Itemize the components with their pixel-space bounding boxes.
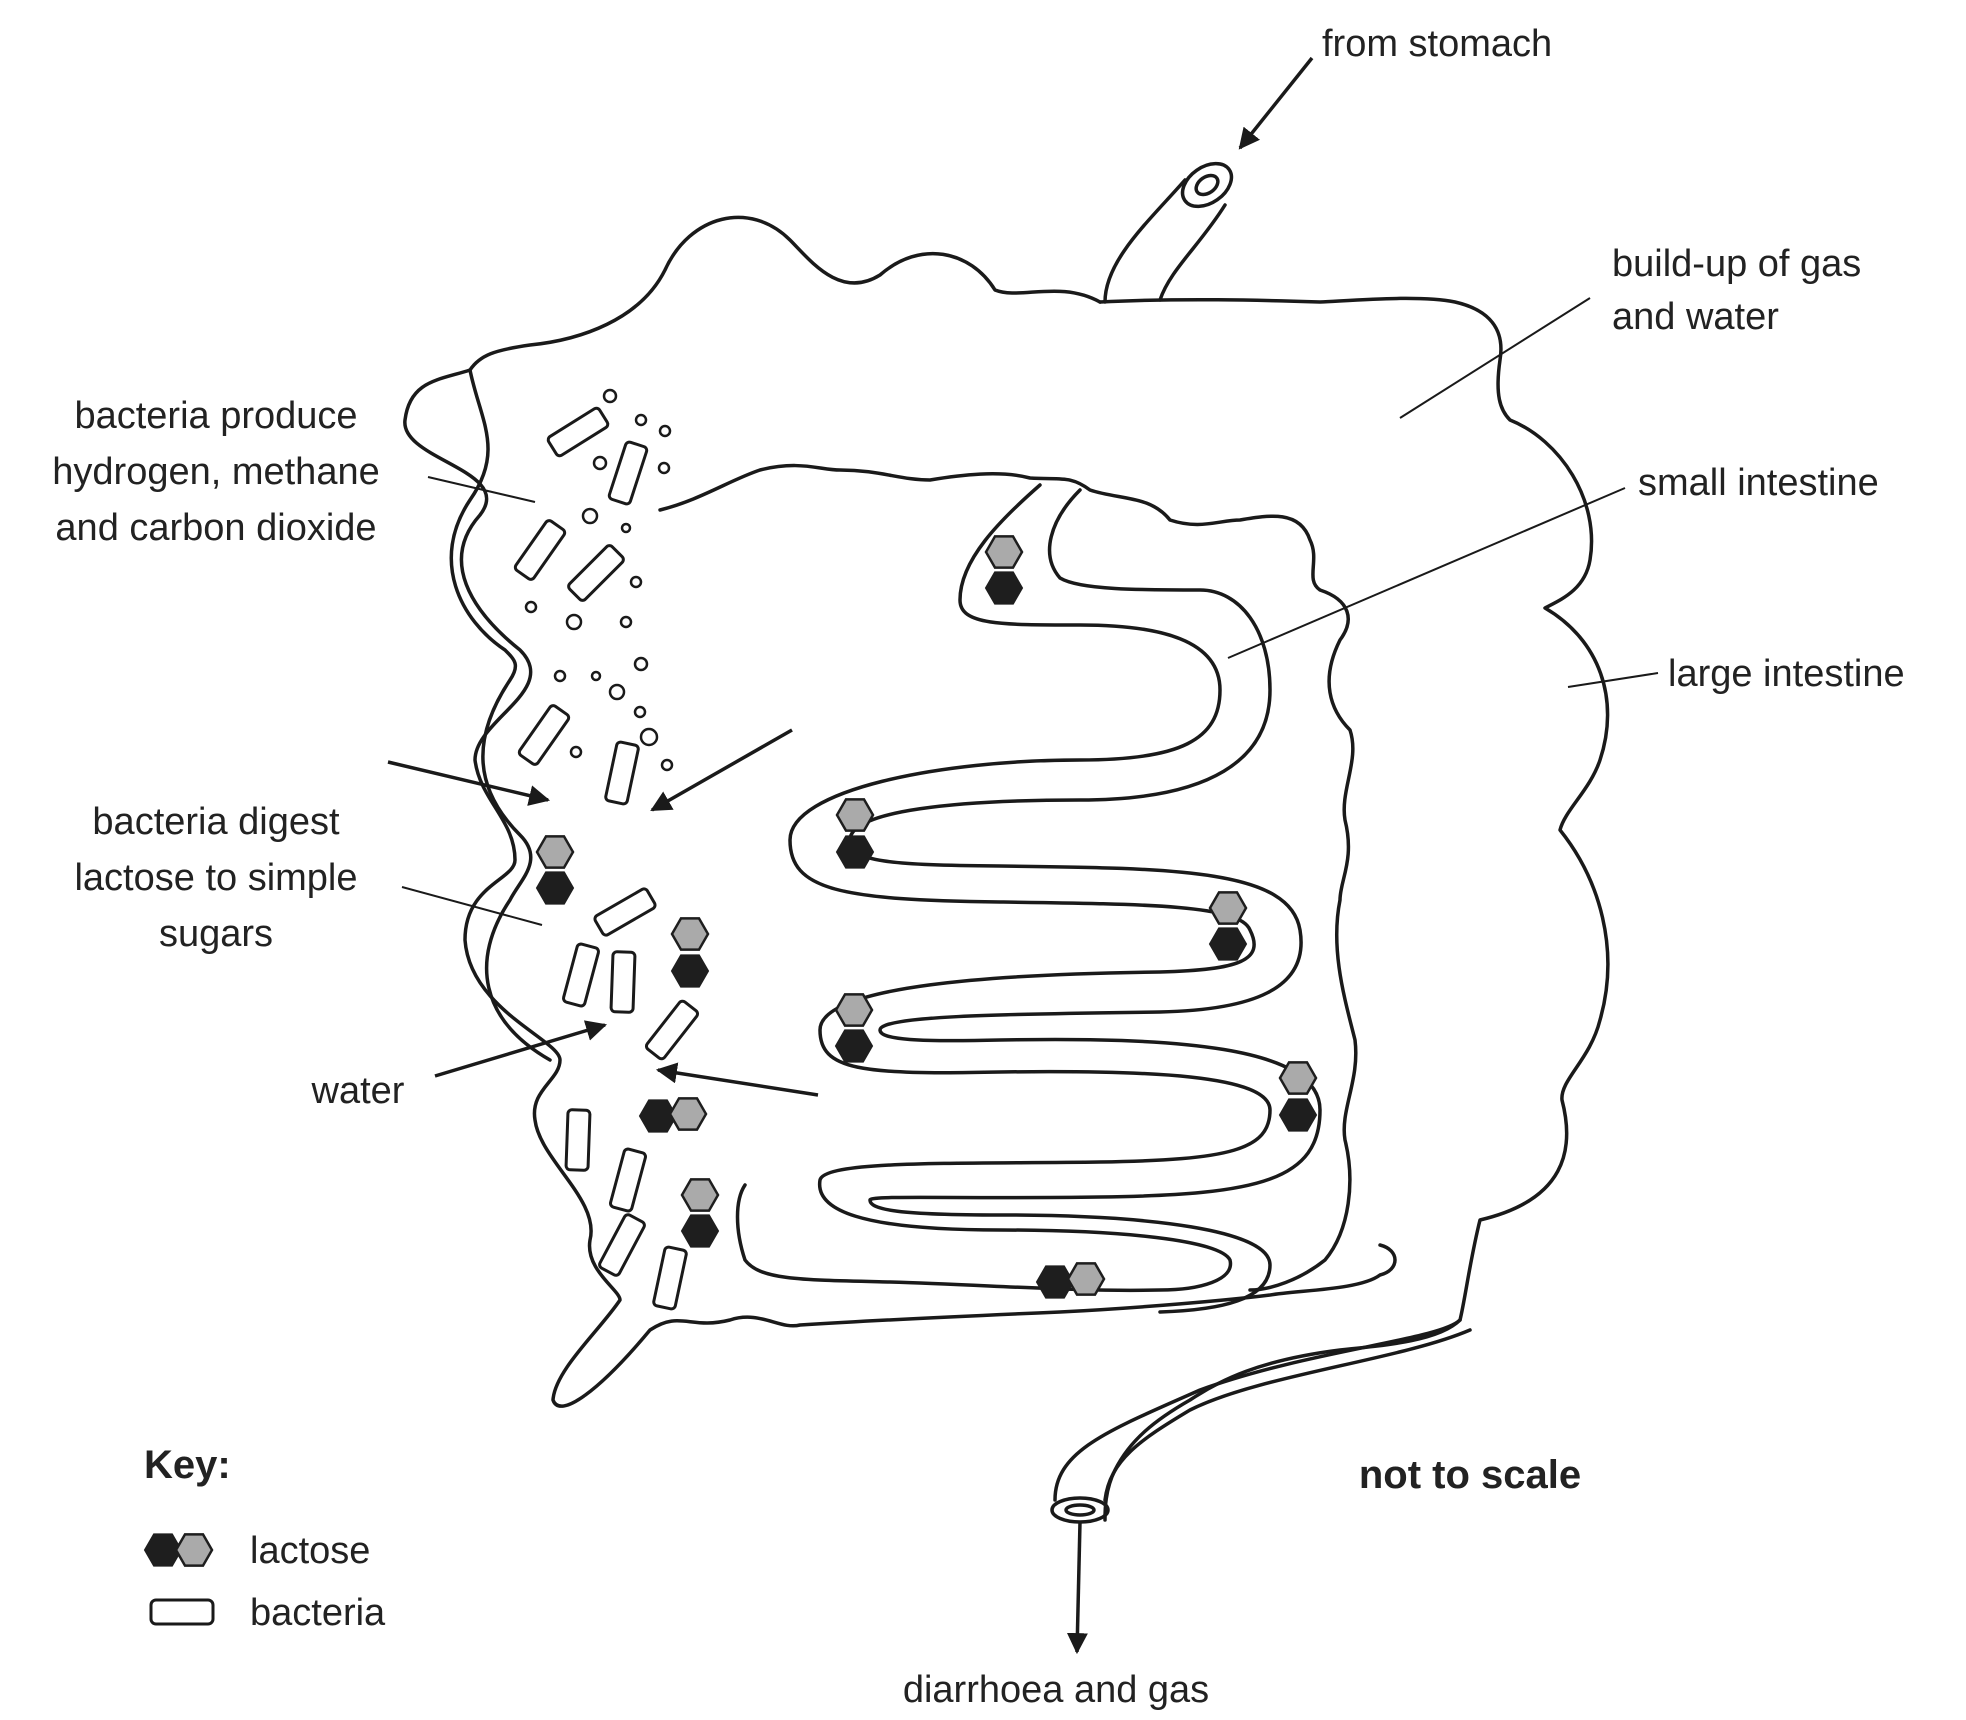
label-bacteria-digest-1: bacteria digest: [92, 801, 340, 843]
tube-from-stomach: [1103, 161, 1234, 304]
bacterium: [644, 999, 700, 1061]
label-water: water: [311, 1070, 405, 1112]
arrow-water-right: [655, 1062, 819, 1097]
arrow-from-stomach: [1238, 56, 1314, 150]
gas-bubbles: [524, 388, 674, 772]
key-bacteria-label: bacteria: [250, 1592, 386, 1634]
label-gas-water-1: build-up of gas: [1612, 243, 1861, 285]
colon-body: [658, 296, 1610, 1522]
bacterium: [652, 1245, 688, 1311]
bacterium: [567, 544, 625, 602]
label-diarrhoea-gas: diarrhoea and gas: [903, 1669, 1209, 1711]
label-bacteria-produce-3: and carbon dioxide: [55, 507, 376, 549]
lactose-molecule: [680, 1178, 720, 1248]
leader-lines: [401, 297, 1659, 926]
label-from-stomach: from stomach: [1322, 23, 1552, 65]
key-title: Key:: [144, 1443, 231, 1487]
bacterium: [604, 740, 640, 806]
key-bacteria-symbol: [149, 1598, 215, 1626]
bacterium: [513, 519, 567, 581]
lactose-molecule: [1278, 1061, 1318, 1132]
key-lactose-symbol: [144, 1533, 214, 1567]
bacterium: [564, 1108, 592, 1172]
label-bacteria-digest-2: lactose to simple: [74, 857, 357, 899]
label-bacteria-produce-1: bacteria produce: [74, 395, 357, 437]
bacteria-group: [513, 406, 700, 1311]
bacterium: [609, 950, 637, 1014]
lactose-molecule: [639, 1097, 708, 1133]
arrow-gas-right: [650, 728, 793, 812]
key-lactose-label: lactose: [250, 1530, 370, 1572]
label-bacteria-produce-2: hydrogen, methane: [52, 451, 379, 493]
lactose-molecule: [1208, 891, 1248, 961]
label-small-intestine: small intestine: [1638, 462, 1879, 504]
lactose-molecule: [1036, 1262, 1106, 1299]
small-intestine-tube: [735, 483, 1322, 1314]
bacterium: [517, 704, 571, 766]
lactose-molecule: [670, 917, 710, 988]
bacterium: [607, 440, 649, 506]
arrow-exit: [1066, 1521, 1088, 1655]
label-large-intestine: large intestine: [1668, 653, 1905, 695]
key-legend: Key: lactose bacteria: [144, 1443, 386, 1634]
arrow-water-left: [434, 1020, 608, 1078]
large-intestine-outline: [403, 215, 1397, 1408]
label-gas-water-2: and water: [1612, 296, 1779, 338]
label-not-to-scale: not to scale: [1359, 1453, 1581, 1497]
lactose-molecule: [834, 993, 874, 1063]
label-bacteria-digest-3: sugars: [159, 913, 273, 955]
bacterium: [562, 942, 600, 1008]
arrow-gas-left: [387, 760, 551, 806]
lactose-molecule: [835, 798, 875, 869]
bacterium: [609, 1147, 647, 1213]
bacterium: [546, 406, 610, 458]
lactose-molecule: [984, 535, 1024, 605]
bacterium: [593, 887, 657, 937]
arrows: [387, 56, 1314, 1655]
labels: from stomach build-up of gas and water s…: [52, 23, 1904, 1711]
bacterium: [598, 1213, 646, 1277]
lactose-molecule: [535, 835, 575, 905]
